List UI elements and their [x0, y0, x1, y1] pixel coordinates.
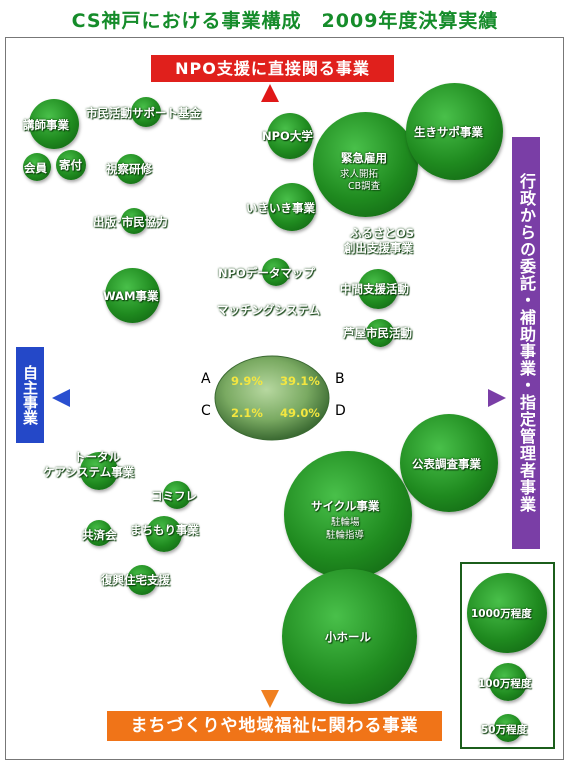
bubble-npo-datamap: [262, 258, 290, 286]
bubble-shimin-support: [131, 97, 161, 127]
bubble-ikisapo: [406, 83, 503, 180]
axis-label-bottom: まちづくりや地域福祉に関わる事業: [107, 711, 442, 741]
legend-label-large: 1000万程度: [471, 608, 532, 620]
label-npo-univ: NPO大学: [262, 129, 313, 143]
legend-bubble-medium: [489, 663, 527, 701]
label-shuppan: 出版･市民協力: [93, 215, 168, 229]
quadrant-a-letter: A: [201, 371, 211, 387]
label-total-1: トータル: [74, 450, 120, 464]
bubble-kaiin: [23, 153, 51, 181]
label-furusato-1: ふるさとOS: [350, 226, 415, 240]
label-wam: WAM事業: [103, 289, 159, 303]
label-shimin-support: 市民活動サポート基金: [86, 106, 201, 120]
legend-bubble-small: [494, 714, 522, 742]
right-arrowhead: [488, 389, 506, 407]
label-total-2: ケアシステム事業: [43, 465, 135, 479]
bubble-total: [80, 452, 118, 490]
axis-label-right: 行政からの委託・補助事業・指定管理者事業: [512, 137, 540, 549]
label-ikisapo: 生きサポ事業: [414, 125, 483, 139]
legend-label-medium: 100万程度: [478, 678, 532, 690]
label-ikiiki: いきいき事業: [246, 201, 315, 215]
bubble-chukan: [358, 269, 398, 309]
label-kousi: 講師事業: [23, 118, 69, 132]
label-cycle-sub1: 駐輪場: [331, 517, 360, 528]
bubble-wam: [105, 268, 160, 323]
quadrant-d-percent: 49.0%: [280, 406, 320, 420]
label-ashiya: 芦屋市民活動: [343, 326, 412, 340]
legend-bubble-large: [467, 573, 547, 653]
bubble-shuppan: [121, 208, 147, 234]
bubble-kousi: [29, 99, 79, 149]
label-kinkyu-sub2: CB調査: [348, 181, 381, 192]
diagram-frame: [5, 37, 564, 760]
label-kinkyu-sub1: 求人開拓: [340, 169, 379, 180]
label-kaiin: 会員: [24, 161, 47, 175]
bubble-smallhall: [282, 569, 417, 704]
label-npo-datamap: NPOデータマップ: [218, 266, 315, 280]
bubble-cycle: [284, 451, 412, 579]
bubble-shisatsu: [116, 154, 146, 184]
label-cycle-sub2: 駐輪指導: [326, 530, 365, 541]
legend-label-small: 50万程度: [481, 724, 528, 736]
page-title: CS神戸における事業構成 2009年度決算実績: [71, 10, 499, 32]
quadrant-b-letter: B: [335, 371, 345, 387]
label-fukko: 復興住宅支援: [101, 573, 170, 587]
bubble-kyosai: [86, 520, 112, 546]
label-machimori: まちもり事業: [130, 523, 199, 537]
axis-label-top: NPO支援に直接関る事業: [151, 55, 394, 82]
quadrant-c-percent: 2.1%: [231, 406, 263, 420]
bubble-koohyou: [400, 414, 498, 512]
bubble-ikiiki: [268, 183, 316, 231]
bubble-npo-univ: [267, 113, 313, 159]
left-arrowhead: [52, 389, 70, 407]
label-furusato-2: 創出支援事業: [344, 241, 413, 255]
bubble-kinkyu: [313, 112, 418, 217]
label-komifure: コミフレ: [151, 489, 197, 503]
label-smallhall: 小ホール: [325, 630, 371, 644]
label-chukan: 中間支援活動: [340, 282, 409, 296]
label-kifu: 寄付: [59, 158, 82, 172]
label-kyosai: 共済会: [82, 528, 117, 542]
quadrant-b-percent: 39.1%: [280, 374, 320, 388]
axis-label-left: 自主事業: [16, 347, 44, 443]
bottom-arrowhead: [261, 690, 279, 708]
quadrant-c-letter: C: [201, 403, 211, 419]
bubble-fukko: [127, 565, 157, 595]
bubble-kifu: [56, 150, 86, 180]
label-kinkyu: 緊急雇用: [341, 151, 387, 165]
label-shisatsu: 視察研修: [106, 162, 152, 176]
bubble-komifure: [163, 481, 191, 509]
bubble-machimori: [146, 516, 182, 552]
quadrant-d-letter: D: [335, 403, 346, 419]
top-arrowhead: [261, 84, 279, 102]
label-cycle: サイクル事業: [311, 499, 380, 513]
bubble-ashiya: [366, 319, 394, 347]
size-legend: [460, 562, 555, 749]
label-matching: マッチングシステム: [217, 303, 321, 317]
quadrant-a-percent: 9.9%: [231, 374, 263, 388]
label-koohyou: 公表調査事業: [412, 457, 481, 471]
